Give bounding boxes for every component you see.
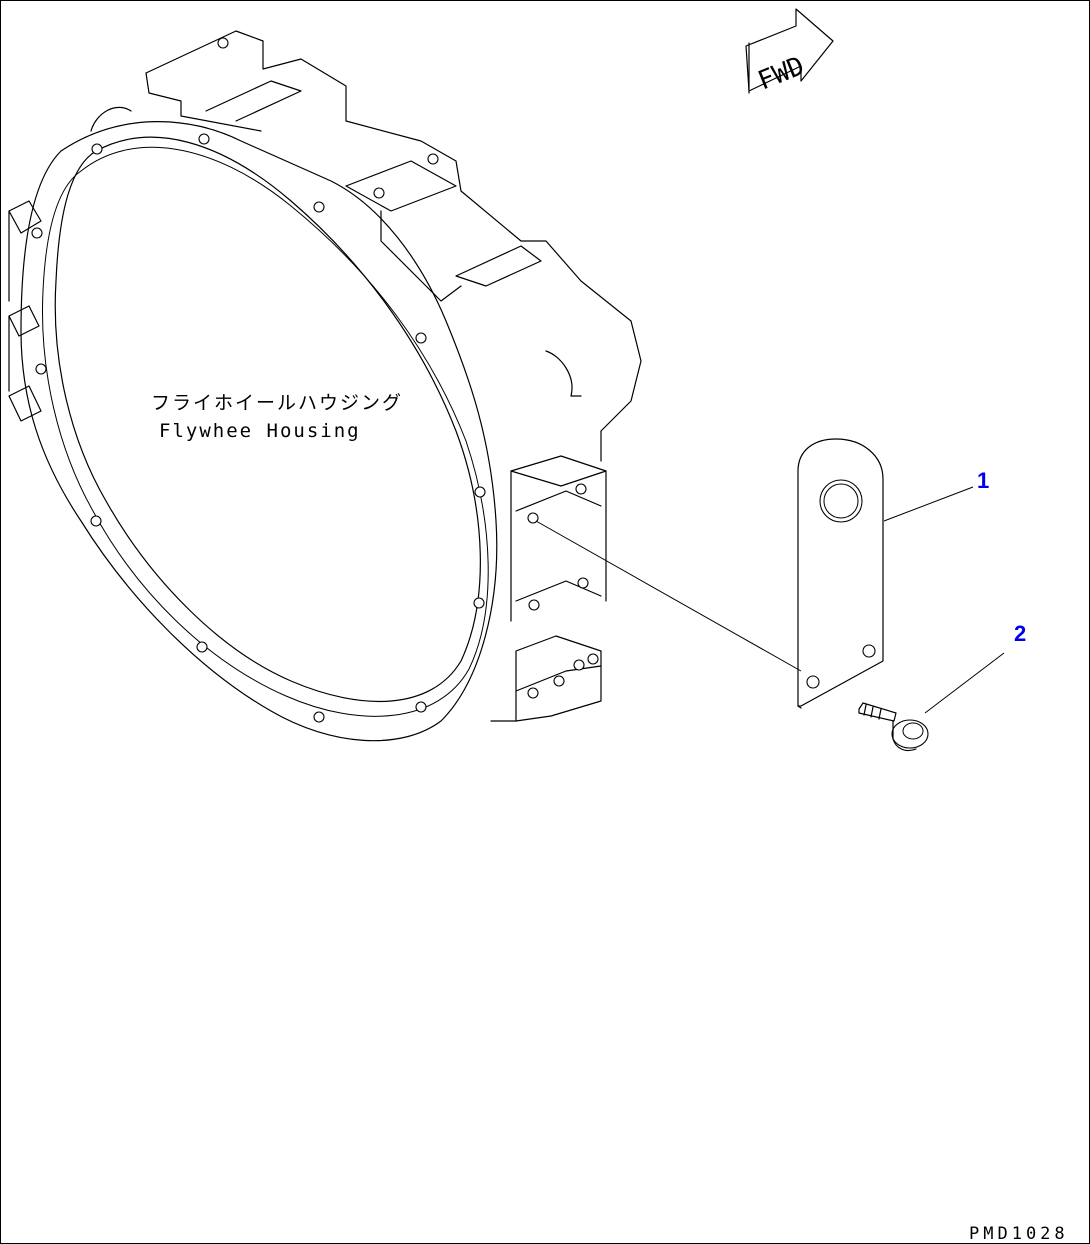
- housing-label-jp: フライホイールハウジング: [151, 392, 403, 414]
- callout-number-2[interactable]: 2: [1014, 621, 1026, 646]
- drawing-code: PMD1028: [969, 1224, 1069, 1244]
- callout-leader-1: [883, 486, 974, 522]
- mount-leader-line: [535, 520, 802, 672]
- forward-label: FWD: [754, 51, 809, 96]
- bolt: [858, 702, 929, 752]
- housing-label-en: Flywhee Housing: [159, 420, 361, 442]
- callout-number-1[interactable]: 1: [977, 468, 989, 493]
- flywheel-housing: [8, 30, 642, 742]
- bracket-plate: [797, 438, 884, 709]
- callout-leader-2: [924, 652, 1005, 714]
- forward-arrow: FWD: [745, 8, 834, 97]
